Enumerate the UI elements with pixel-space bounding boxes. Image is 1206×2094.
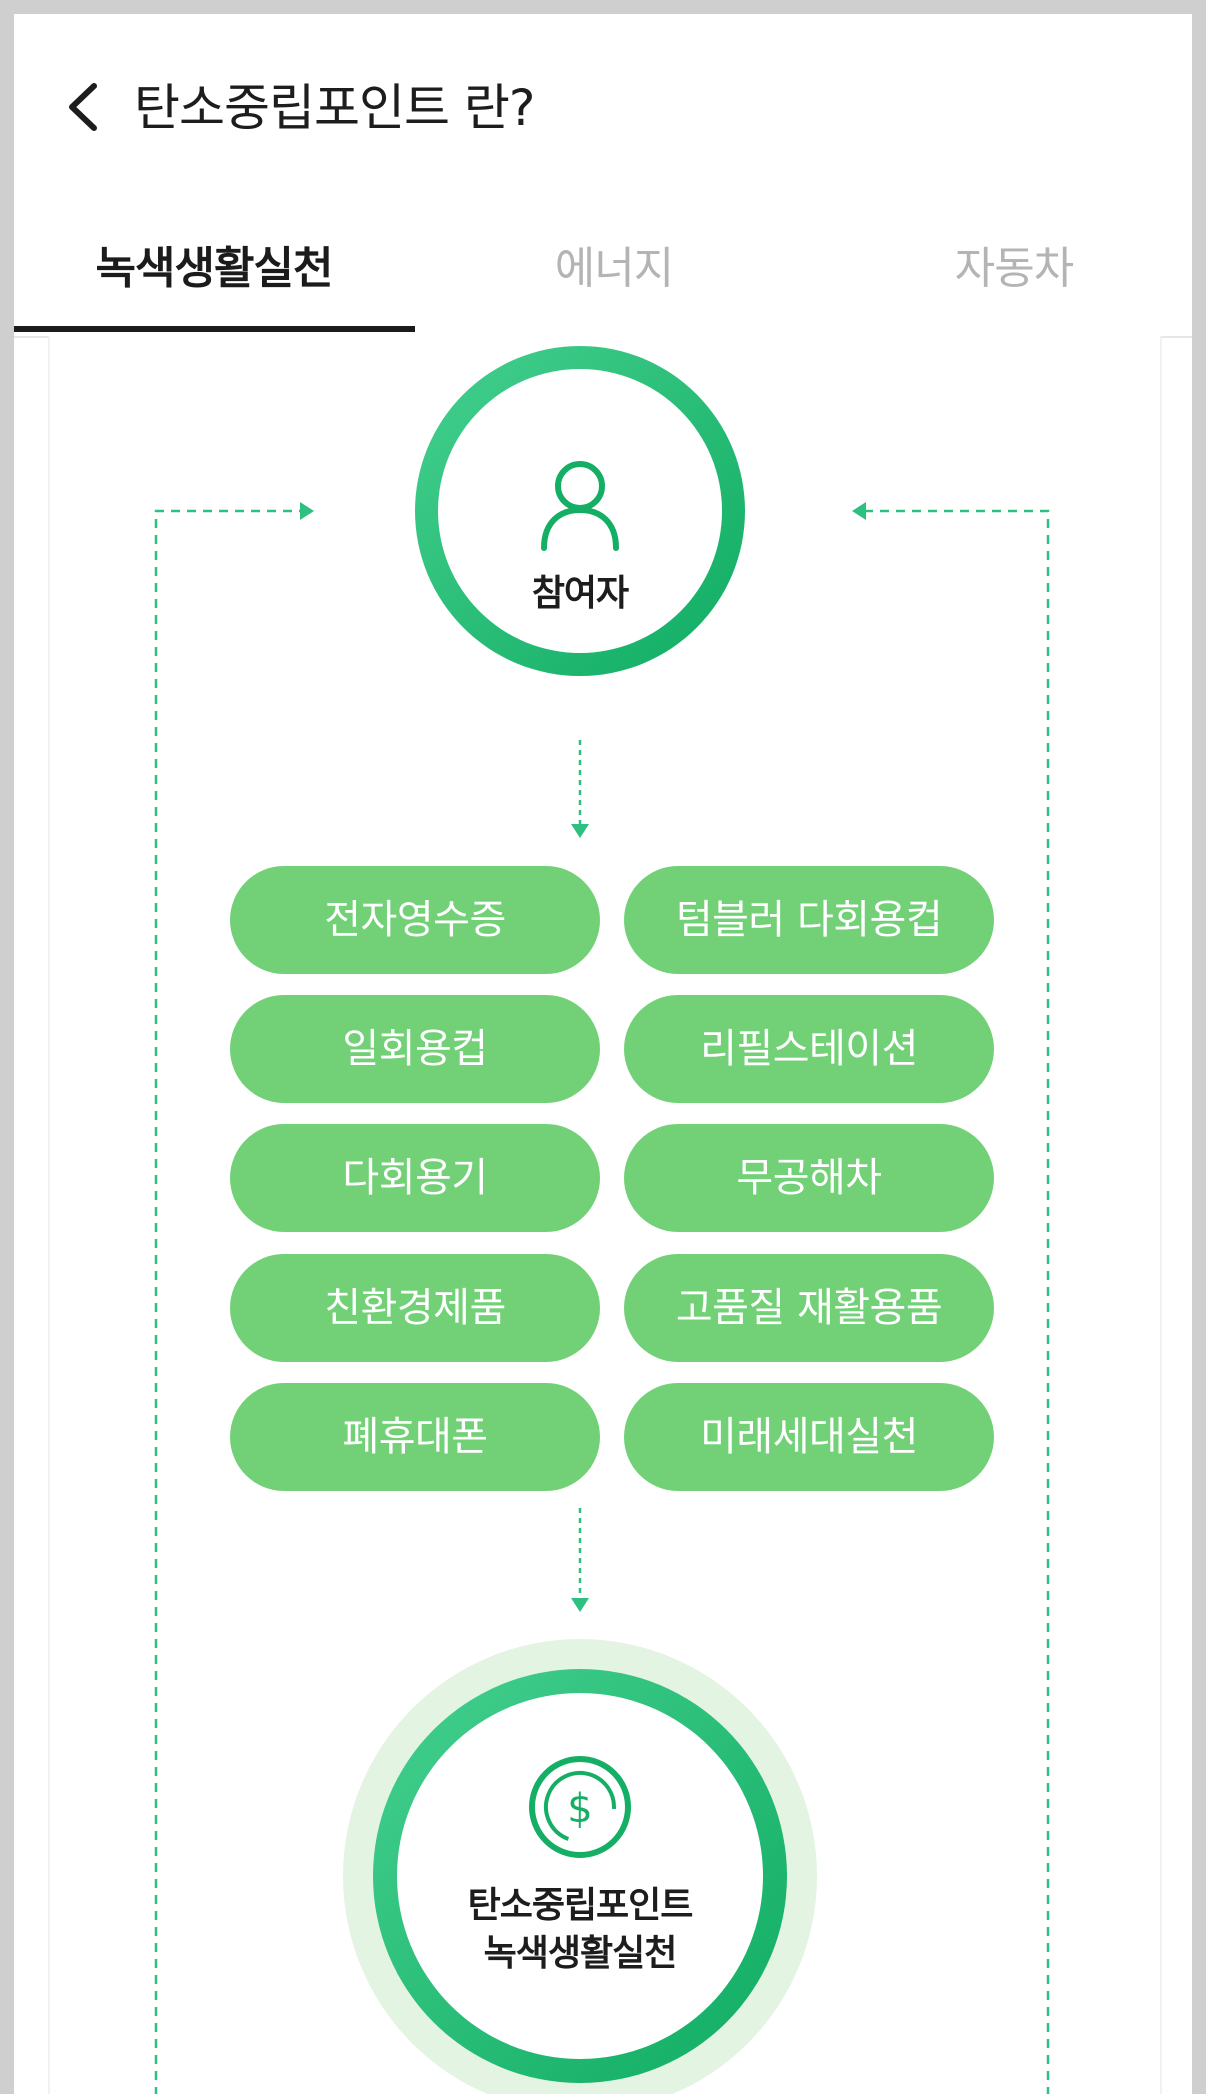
- app-screen: 탄소중립포인트 란? 녹색생활실천 에너지 자동차: [14, 14, 1192, 2094]
- page-title: 탄소중립포인트 란?: [134, 79, 535, 137]
- tab-energy[interactable]: 에너지: [554, 243, 674, 294]
- activity-pill[interactable]: 폐휴대폰: [230, 1383, 600, 1491]
- flow-diagram: $: [154, 346, 1050, 2094]
- tab-green-living[interactable]: 녹색생활실천: [95, 243, 334, 294]
- activity-pill[interactable]: 미래세대실천: [624, 1383, 994, 1491]
- svg-text:$: $: [567, 1786, 592, 1832]
- person-icon: [541, 461, 619, 551]
- activity-pill[interactable]: 리필스테이션: [624, 995, 994, 1103]
- tab-car[interactable]: 자동차: [954, 243, 1074, 294]
- participant-label: 참여자: [531, 573, 629, 614]
- dollar-coin-icon: $: [529, 1756, 631, 1858]
- chevron-left-icon: [69, 83, 97, 131]
- points-label-line1: 탄소중립포인트: [467, 1885, 694, 1926]
- activity-pill[interactable]: 다회용기: [230, 1124, 600, 1232]
- active-tab-indicator: [14, 326, 415, 332]
- activity-pill[interactable]: 텀블러 다회용컵: [624, 866, 994, 974]
- back-button[interactable]: [54, 72, 114, 142]
- loop-connector-right: [852, 502, 1050, 2094]
- loop-connector-left: [154, 502, 314, 2094]
- diagram-card: $ 참여자 전자영수증 텀블러 다회용컵 일회용컵 리필스테이션 다회용기 무공…: [48, 336, 1162, 2094]
- tab-bar: 녹색생활실천 에너지 자동차: [14, 214, 1192, 338]
- activity-pill[interactable]: 고품질 재활용품: [624, 1254, 994, 1362]
- arrow-down-1: [571, 740, 589, 838]
- participant-node: [415, 346, 745, 676]
- activity-pill[interactable]: 일회용컵: [230, 995, 600, 1103]
- points-label-line2: 녹색생활실천: [483, 1933, 678, 1974]
- activity-pill[interactable]: 친환경제품: [230, 1254, 600, 1362]
- activity-pill[interactable]: 전자영수증: [230, 866, 600, 974]
- arrow-down-2: [571, 1508, 589, 1612]
- points-node: $: [343, 1639, 817, 2094]
- top-app-bar: 탄소중립포인트 란?: [14, 14, 1192, 174]
- activity-pill[interactable]: 무공해차: [624, 1124, 994, 1232]
